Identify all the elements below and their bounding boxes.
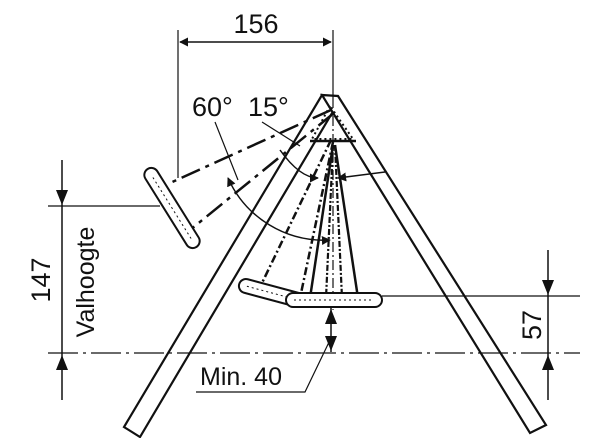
angle-arcs (214, 121, 386, 245)
chain-15-dashed-a (260, 139, 333, 284)
angle-60-label: 60° (192, 92, 233, 122)
angle-15-label: 15° (248, 92, 289, 122)
min-clearance-arrow-top (325, 309, 337, 324)
seat-60 (143, 166, 201, 250)
left-height-dimension: 147 Valhoogte (26, 160, 100, 400)
top-width-dimension: 156 (179, 9, 332, 47)
swing-position-60 (143, 108, 335, 250)
angle-15-arc-right (337, 171, 386, 182)
left-height-value: 147 (26, 257, 56, 302)
angle-60-arc (227, 177, 331, 245)
right-height-dimension: 57 (517, 250, 554, 400)
left-height-arrow-bottom (56, 355, 68, 370)
right-height-arrow-bottom (542, 355, 554, 370)
fall-height-label: Valhoogte (72, 227, 100, 338)
reference-lines (48, 30, 580, 354)
chain-60-dashed-a (169, 108, 332, 185)
angle-60-leader (214, 121, 239, 181)
left-height-arrow-top (56, 190, 68, 205)
a-frame-right-leg (319, 93, 548, 435)
top-width-value: 156 (233, 9, 278, 39)
min-clearance-arrow-bottom (325, 336, 337, 351)
chain-15-dashed-b (298, 141, 335, 299)
min-clearance-leader (196, 337, 332, 393)
chain-rest-mid-b (333, 144, 344, 299)
angle-15-leader (261, 121, 301, 147)
min-clearance-dimension: Min. 40 (196, 308, 337, 393)
min-clearance-label: Min. 40 (200, 363, 282, 391)
chain-60-dashed-b (189, 112, 335, 231)
angle-15-arc (279, 149, 319, 183)
right-height-value: 57 (517, 310, 547, 340)
right-height-arrow-top (542, 280, 554, 295)
chain-rest-right (333, 144, 360, 299)
